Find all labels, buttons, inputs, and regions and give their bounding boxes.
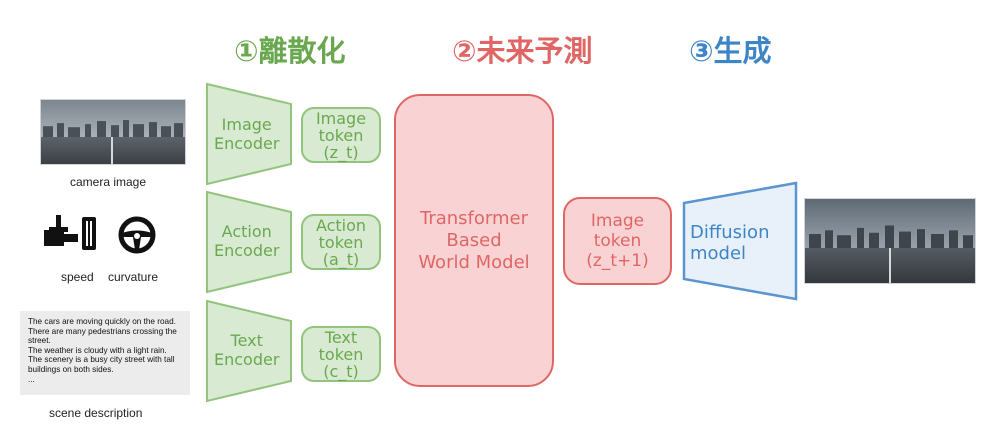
action-encoder-shape (206, 190, 292, 294)
predicted-image-token: Image token (z_t+1) (563, 197, 672, 285)
text-encoder-shape (206, 299, 292, 403)
text-token-line2: token (318, 344, 364, 364)
action-token-line1: Action (315, 215, 367, 235)
predicted-token-line1: Image (590, 211, 645, 231)
scene-line: The weather is cloudy with a light rain. (28, 345, 167, 355)
scene-description-caption: scene description (49, 406, 143, 420)
transformer-line2: Based (446, 229, 502, 251)
header-discretize: ①離散化 (234, 34, 346, 68)
curvature-caption: curvature (108, 270, 159, 284)
camera-image (40, 99, 186, 165)
transformer-world-model: Transformer Based World Model (394, 94, 554, 387)
scene-line: ... (28, 374, 35, 384)
steering-wheel-icon (118, 216, 156, 254)
predicted-token-line3: (z_t+1) (586, 251, 649, 271)
action-token-line2: token (318, 232, 364, 252)
text-token-line1: Text (324, 327, 358, 347)
header-generate: ③生成 (689, 34, 772, 68)
camera-image-caption: camera image (70, 175, 147, 189)
generated-image (804, 198, 976, 284)
scene-line: The scenery is a busy city street with t… (28, 355, 177, 374)
scene-line: The cars are moving quickly on the road. (28, 317, 176, 326)
speed-caption: speed (61, 270, 94, 284)
speedometer-icon (44, 215, 96, 250)
scene-description-box: The cars are moving quickly on the road.… (20, 311, 190, 395)
action-encoder-label: Action Encoder (214, 222, 280, 260)
text-token-line3: (c_t) (323, 361, 359, 381)
action-token: Action token (a_t) (301, 214, 381, 270)
header-predict: ②未来予測 (452, 34, 593, 68)
scene-line: There are many pedestrians crossing the … (28, 326, 180, 346)
text-encoder-label: Text Encoder (214, 331, 280, 369)
image-token: Image token (z_t) (301, 107, 381, 163)
action-token-line3: (a_t) (322, 249, 360, 269)
transformer-line1: Transformer (419, 207, 528, 229)
image-token-line2: token (318, 125, 364, 145)
text-token: Text token (c_t) (301, 326, 381, 382)
image-token-line1: Image (315, 108, 367, 128)
image-encoder-shape (206, 82, 292, 186)
diffusion-model-label: Diffusion model (690, 222, 770, 264)
transformer-line3: World Model (418, 251, 530, 273)
image-token-line3: (z_t) (323, 142, 359, 162)
predicted-token-line2: token (593, 231, 642, 251)
image-encoder-label: Image Encoder (214, 115, 280, 153)
diffusion-model-shape (682, 181, 798, 301)
